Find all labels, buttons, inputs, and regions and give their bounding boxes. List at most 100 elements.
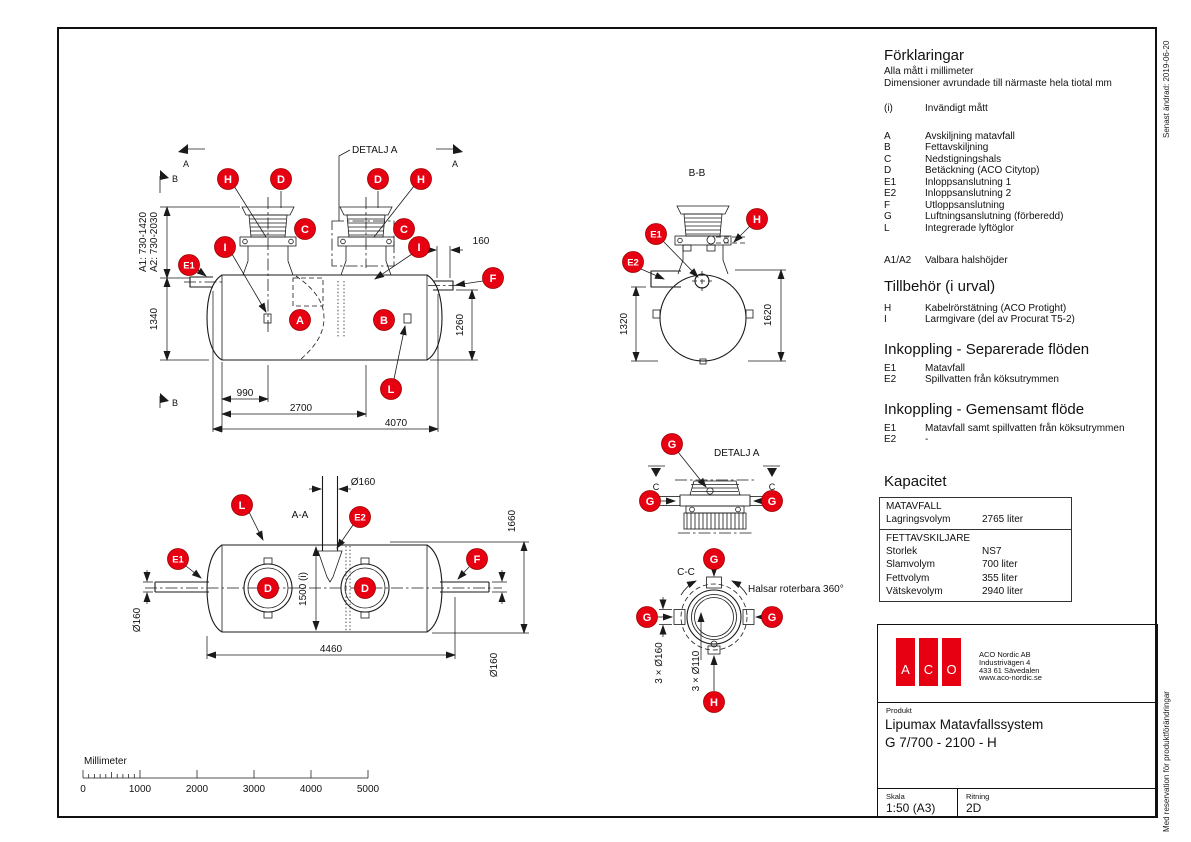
capacity-row: Storlek NS7: [886, 546, 1002, 558]
dim-1260: 1260: [455, 313, 466, 336]
capacity-header: FETTAVSKILJARE: [886, 532, 971, 544]
detalj-callout-label: DETALJ A: [352, 145, 398, 156]
neck: [674, 205, 732, 275]
drawing-cell: Ritning 2D: [958, 789, 1157, 818]
section-letter-b: B: [172, 398, 178, 408]
marker-c: C: [393, 218, 415, 240]
marker-g: G: [703, 548, 725, 570]
marker-h: H: [217, 168, 239, 190]
company-address: ACO Nordic AB Industrivägen 4 433 61 Säv…: [979, 651, 1042, 682]
manhole-1: [243, 557, 293, 619]
dim-4070: 4070: [385, 418, 408, 429]
marker-h: H: [703, 691, 725, 713]
product-name: Lipumax Matavfallssystem G 7/700 - 2100 …: [885, 717, 1044, 750]
internal-partition: [295, 275, 325, 360]
scale-label: Skala: [886, 792, 905, 801]
capacity-section-matavfall: MATAVFALL Lagringsvolym 2765 liter: [880, 498, 1071, 529]
marker-f: F: [482, 267, 504, 289]
legend-note: Dimensioner avrundade till närmaste hela…: [884, 77, 1112, 89]
product-section: Produkt Lipumax Matavfallssystem G 7/700…: [878, 703, 1157, 789]
detalj-callout-leader: [338, 149, 351, 221]
svg-text:L: L: [388, 384, 395, 396]
cable-gland: [706, 235, 716, 245]
vent-fitting: [706, 487, 714, 495]
rotation-arrow: [731, 580, 748, 596]
section-letter-b: B: [172, 174, 178, 184]
rotation-arrow: [680, 580, 697, 596]
marker-l: L: [380, 378, 402, 400]
marker-i: I: [408, 236, 430, 258]
legend-item: E2-: [884, 434, 929, 445]
marker-d: D: [367, 168, 389, 190]
dim-1620: 1620: [763, 303, 774, 326]
ruler-tick-2000: 2000: [186, 784, 209, 795]
svg-text:C: C: [301, 224, 309, 236]
section-arrow-b-top: B: [159, 170, 178, 193]
legend-column: Förklaringar Alla mått i millimeter Dime…: [879, 46, 1160, 602]
marker-b: B: [373, 309, 395, 331]
dim-2700: 2700: [290, 403, 313, 414]
svg-text:H: H: [417, 174, 425, 186]
marker-g: G: [639, 490, 661, 512]
svg-text:E2: E2: [627, 258, 639, 269]
scale-cell: Skala 1:50 (A3): [878, 789, 958, 818]
svg-text:A: A: [296, 315, 304, 327]
dim-1340: 1340: [149, 307, 160, 330]
dim-a1: A1: 730-1420: [138, 212, 149, 272]
section-arrow-b-bottom: B: [159, 393, 178, 408]
ruler-label: Millimeter: [84, 756, 127, 767]
marker-l: L: [231, 494, 253, 516]
marker-g: G: [661, 433, 683, 455]
last-modified-note: Senast ändrad: 2019-06-20: [1162, 40, 1171, 138]
view-title-bb: B-B: [689, 168, 706, 179]
ruler-tick-4000: 4000: [300, 784, 323, 795]
connection-separate-title: Inkoppling - Separerade flöden: [884, 340, 1090, 358]
svg-text:H: H: [224, 174, 232, 186]
marker-e2: E2: [622, 251, 644, 273]
capacity-row: Vätskevolym 2940 liter: [886, 585, 1024, 597]
svg-text:G: G: [768, 496, 777, 508]
svg-text:G: G: [646, 496, 655, 508]
section-arrow-c-right: C: [763, 465, 780, 492]
svg-text:H: H: [710, 697, 718, 709]
svg-text:G: G: [668, 439, 677, 451]
reservation-note: Med reservation för produktförändringar: [1162, 691, 1171, 832]
marker-d: D: [270, 168, 292, 190]
legend-note: Alla mått i millimeter: [884, 66, 974, 77]
ruler-tick-1000: 1000: [129, 784, 152, 795]
svg-text:L: L: [239, 500, 246, 512]
marker-g: G: [761, 606, 783, 628]
tank-plan-outline: [206, 544, 443, 633]
neck-stub-right: [742, 609, 755, 625]
company-city: 433 61 Sävedalen: [979, 665, 1040, 675]
logo-section: A C O ACO Nordic AB Industrivägen 4 433 …: [878, 625, 1157, 703]
dim-1660: 1660: [507, 509, 518, 532]
accessories-title: Tillbehör (i urval): [884, 277, 996, 295]
section-arrow-a-right: A: [436, 144, 463, 169]
dim-o160-left: Ø160: [132, 607, 143, 632]
aa-view: A-A Ø160: [132, 476, 529, 677]
svg-text:E1: E1: [650, 230, 662, 241]
marker-e1: E1: [178, 254, 200, 276]
company-name: ACO Nordic AB: [979, 650, 1031, 659]
dim-160: 160: [473, 236, 490, 247]
marker-a: A: [289, 309, 311, 331]
drawing-label: Ritning: [966, 792, 990, 801]
section-letter-a: A: [183, 159, 189, 169]
svg-text:E1: E1: [172, 555, 184, 566]
svg-text:G: G: [643, 612, 652, 624]
aco-logo-square: C: [919, 638, 938, 686]
aco-logo-square: O: [942, 638, 961, 686]
e2-funnel: [317, 550, 343, 583]
side-view: A A B B DETALJ A: [138, 144, 504, 433]
dim-1320: 1320: [619, 312, 630, 335]
